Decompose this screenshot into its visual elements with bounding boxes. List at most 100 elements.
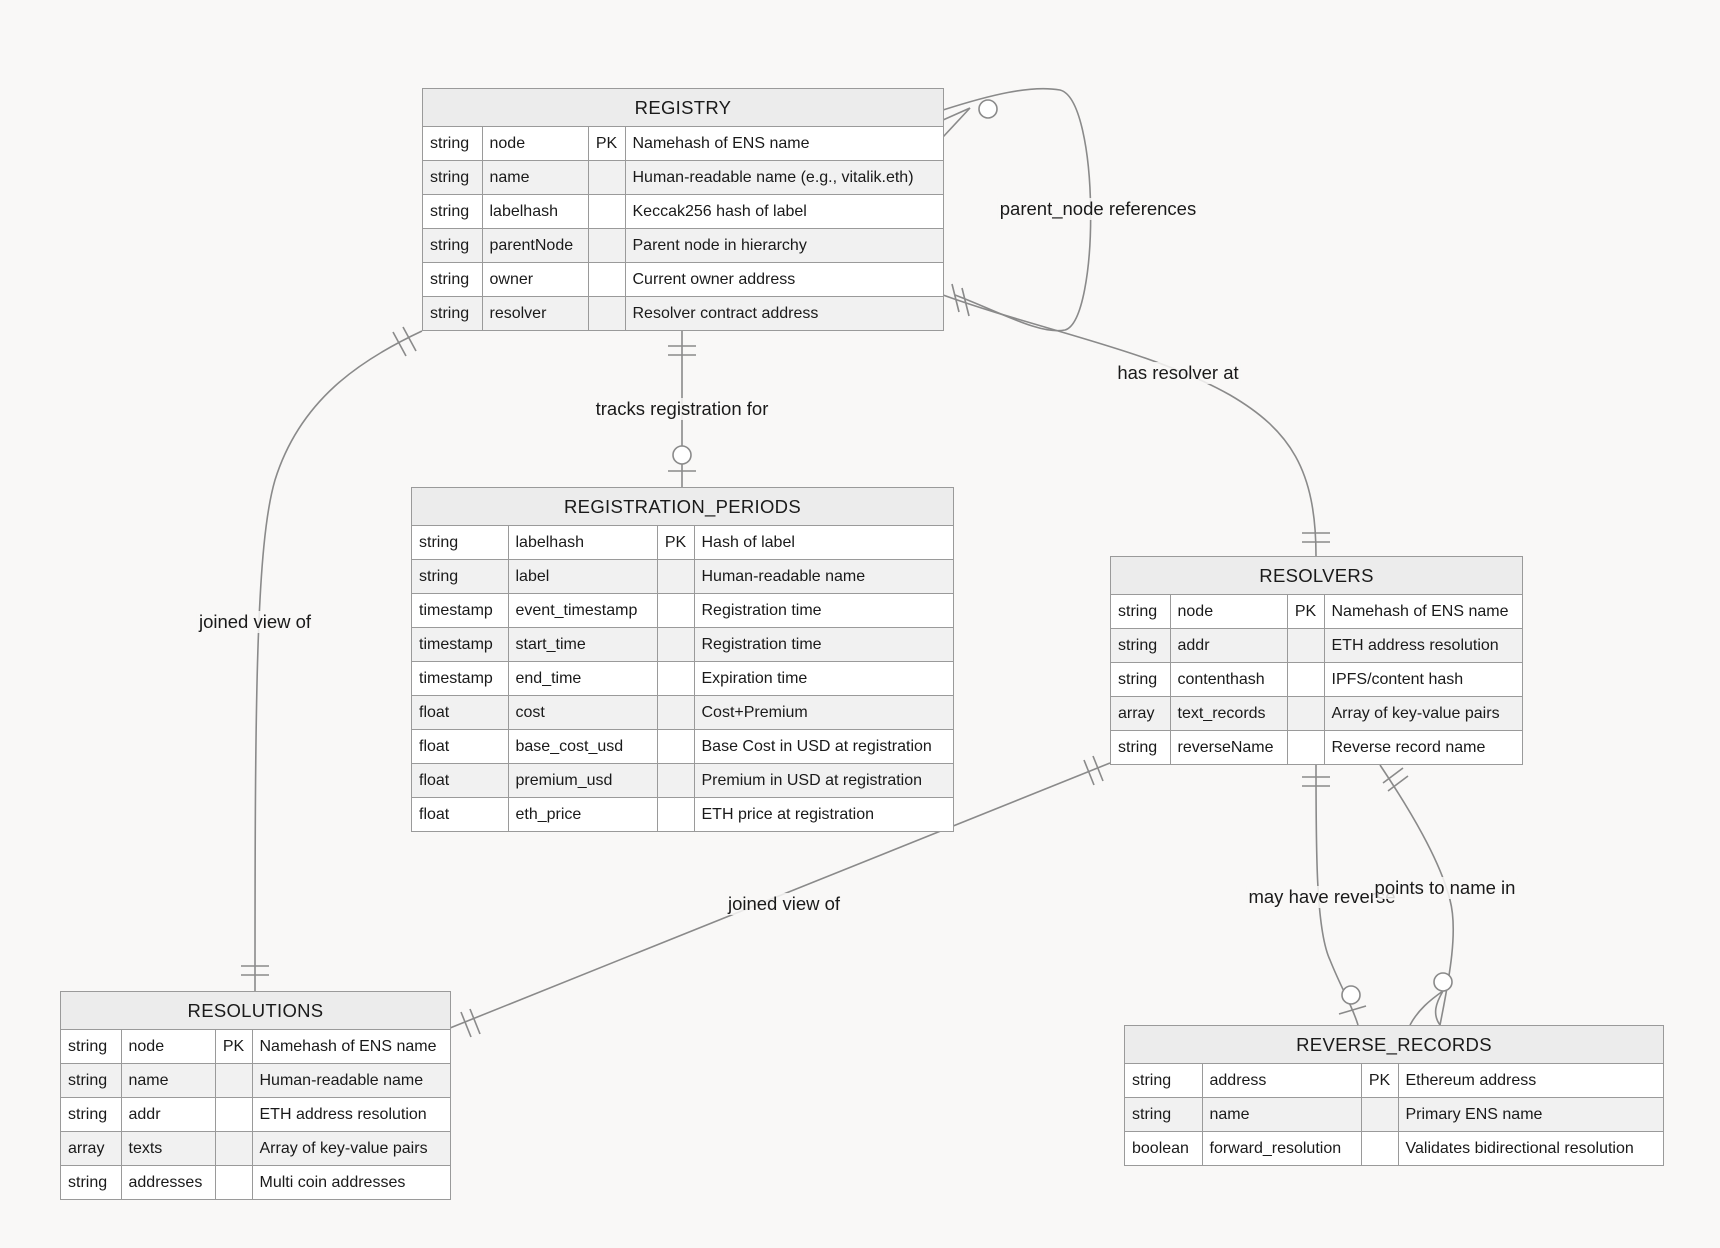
attribute-type: string <box>423 262 483 297</box>
attribute-key <box>1286 696 1325 731</box>
attribute-type: string <box>1111 662 1171 697</box>
attribute-name: name <box>481 160 589 195</box>
attribute-name: name <box>120 1063 216 1098</box>
attribute-comment: Namehash of ENS name <box>624 127 943 161</box>
attribute-name: start_time <box>507 627 658 662</box>
attribute-name: event_timestamp <box>507 593 658 628</box>
attribute-key <box>656 559 695 594</box>
attribute-name: reverseName <box>1169 730 1288 764</box>
attribute-comment: Base Cost in USD at registration <box>693 729 953 764</box>
optional-mark <box>1341 985 1361 1005</box>
attribute-type: string <box>412 526 509 560</box>
attribute-key <box>1360 1131 1399 1165</box>
attribute-name: texts <box>120 1131 216 1166</box>
attribute-name: node <box>481 127 589 161</box>
attribute-key <box>1286 628 1325 663</box>
one-mark <box>1382 767 1404 784</box>
attribute-comment: Multi coin addresses <box>251 1165 450 1199</box>
attribute-name: cost <box>507 695 658 730</box>
attribute-comment: Expiration time <box>693 661 953 696</box>
attribute-type: string <box>1125 1097 1203 1132</box>
optional-mark <box>672 445 692 465</box>
attribute-key: PK <box>1286 595 1325 629</box>
attribute-type: float <box>412 695 509 730</box>
attribute-key <box>656 627 695 662</box>
attribute-name: label <box>507 559 658 594</box>
attribute-name: name <box>1201 1097 1362 1132</box>
attribute-name: node <box>1169 595 1288 629</box>
attribute-key <box>587 262 626 297</box>
attribute-comment: Validates bidirectional resolution <box>1397 1131 1663 1165</box>
label-may-have-reverse: may have reverse <box>1246 886 1398 908</box>
attribute-key <box>587 296 626 330</box>
attribute-key <box>587 228 626 263</box>
attribute-name: resolver <box>481 296 589 330</box>
entity-title: RESOLVERS <box>1111 557 1522 595</box>
attribute-comment: Human-readable name <box>693 559 953 594</box>
attribute-key <box>656 763 695 798</box>
attribute-comment: Hash of label <box>693 526 953 560</box>
attribute-comment: Cost+Premium <box>693 695 953 730</box>
crowfoot-mark <box>942 107 971 121</box>
optional-mark <box>978 99 998 119</box>
attribute-type: float <box>412 729 509 764</box>
entity-title: RESOLUTIONS <box>61 992 450 1030</box>
one-mark <box>402 326 417 352</box>
edge-joined-view-registry <box>254 330 423 992</box>
attribute-type: string <box>61 1030 122 1064</box>
attribute-comment: Reverse record name <box>1323 730 1522 764</box>
label-parent-node: parent_node references <box>997 198 1199 220</box>
one-mark <box>1083 759 1095 786</box>
attribute-name: addr <box>120 1097 216 1132</box>
label-has-resolver: has resolver at <box>1115 362 1241 384</box>
optional-mark <box>1433 972 1453 992</box>
attribute-comment: Current owner address <box>624 262 943 297</box>
attribute-key <box>214 1131 253 1166</box>
attribute-comment: ETH price at registration <box>693 797 953 831</box>
attribute-comment: Namehash of ENS name <box>251 1030 450 1064</box>
attribute-type: array <box>1111 696 1171 731</box>
attribute-key <box>656 661 695 696</box>
attribute-comment: ETH address resolution <box>1323 628 1522 663</box>
attribute-comment: Registration time <box>693 593 953 628</box>
attribute-comment: Primary ENS name <box>1397 1097 1663 1132</box>
attribute-comment: Array of key-value pairs <box>1323 696 1522 731</box>
one-mark <box>460 1011 472 1038</box>
attribute-comment: Array of key-value pairs <box>251 1131 450 1166</box>
attribute-type: string <box>61 1165 122 1199</box>
attribute-type: string <box>423 228 483 263</box>
attribute-key <box>214 1165 253 1199</box>
attribute-key <box>587 194 626 229</box>
label-points-to-name: points to name in <box>1372 877 1518 899</box>
attribute-key <box>214 1063 253 1098</box>
attribute-key: PK <box>587 127 626 161</box>
one-mark <box>1338 1005 1367 1015</box>
edge-has-resolver <box>942 294 1317 557</box>
attribute-name: base_cost_usd <box>507 729 658 764</box>
attribute-comment: Resolver contract address <box>624 296 943 330</box>
attribute-type: string <box>423 296 483 330</box>
attribute-comment: Human-readable name <box>251 1063 450 1098</box>
attribute-comment: Ethereum address <box>1397 1064 1663 1098</box>
